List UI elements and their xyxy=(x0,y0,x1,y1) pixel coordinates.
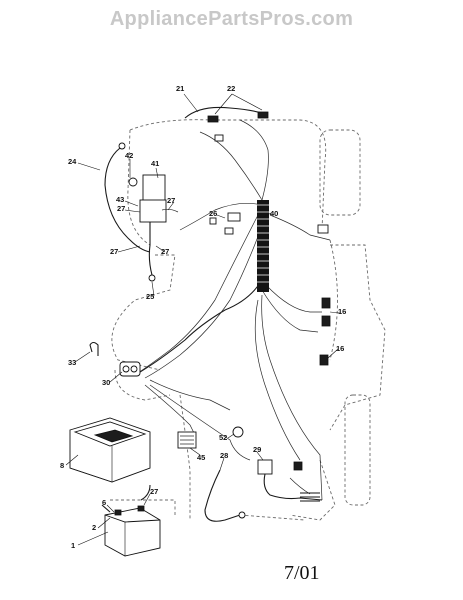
callout-52: 52 xyxy=(219,433,227,442)
top-wire-assembly xyxy=(184,106,269,142)
main-harness xyxy=(134,119,331,501)
callout-42: 42 xyxy=(125,151,133,160)
callout-25: 25 xyxy=(146,292,154,301)
battery-box xyxy=(69,417,151,483)
callout-8: 8 xyxy=(60,461,64,470)
battery-cable xyxy=(204,469,241,522)
tractor-outline xyxy=(110,119,386,521)
callout-16-b: 16 xyxy=(336,344,344,353)
connector-52 xyxy=(232,426,244,438)
callout-27-b: 27 xyxy=(167,196,175,205)
callout-43: 43 xyxy=(116,195,124,204)
battery xyxy=(101,484,161,557)
callout-16-a: 16 xyxy=(338,307,346,316)
solenoid-assembly xyxy=(128,174,179,282)
coiled-harness xyxy=(257,200,269,292)
callout-41: 41 xyxy=(151,159,159,168)
page-code: 7/01 xyxy=(284,562,320,584)
callout-27-e: 27 xyxy=(150,487,158,496)
cable-terminal xyxy=(238,511,246,519)
callout-24: 24 xyxy=(68,157,77,166)
callout-40: 40 xyxy=(270,209,278,218)
leader-lines xyxy=(65,93,341,546)
connector-30 xyxy=(119,361,141,377)
connector-26 xyxy=(227,212,241,222)
ground-wire xyxy=(104,142,151,253)
callout-2: 2 xyxy=(92,523,96,532)
switch-connectors xyxy=(209,217,331,366)
callout-21: 21 xyxy=(176,84,184,93)
callout-29: 29 xyxy=(253,445,261,454)
callout-45: 45 xyxy=(197,453,205,462)
watermark: AppliancePartsPros.com xyxy=(109,8,354,30)
callout-26: 26 xyxy=(209,209,217,218)
plug-and-coil xyxy=(257,459,323,502)
callout-labels: 21 22 24 42 41 43 27 27 27 27 25 26 40 1… xyxy=(60,84,346,550)
callout-6: 6 xyxy=(102,498,106,507)
callout-27-a: 27 xyxy=(117,204,125,213)
callout-28: 28 xyxy=(220,451,228,460)
clip-part xyxy=(89,341,99,356)
callout-22: 22 xyxy=(227,84,235,93)
callout-33: 33 xyxy=(68,358,76,367)
callout-1: 1 xyxy=(71,541,75,550)
callout-27-c: 27 xyxy=(110,247,118,256)
module-45 xyxy=(177,431,197,449)
callout-27-d: 27 xyxy=(161,247,169,256)
callout-30: 30 xyxy=(102,378,110,387)
